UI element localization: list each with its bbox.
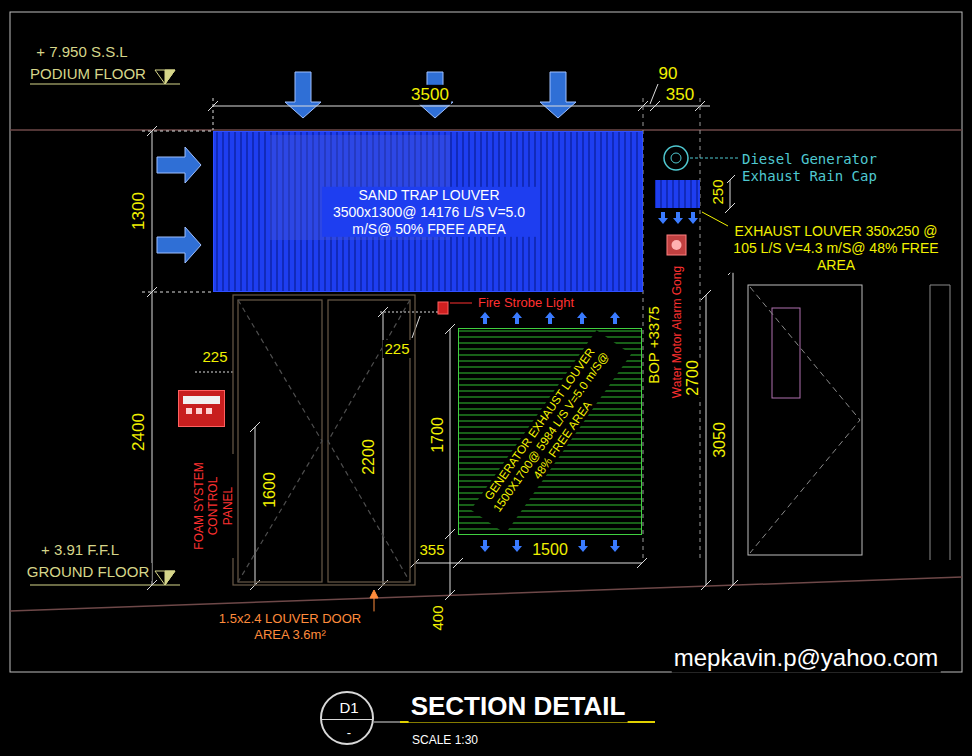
node-text: - bbox=[345, 725, 353, 741]
drawing-label: 3050 bbox=[710, 420, 729, 460]
drawing-label: EXHAUST LOUVER 350x250 @ 105 L/S V=4.3 m… bbox=[729, 223, 943, 273]
adjacent-door bbox=[748, 285, 950, 560]
drawing-label: 350 bbox=[664, 85, 696, 105]
control-panel: FOAM SYSTEM CONTROL PANEL bbox=[178, 390, 225, 427]
detail-marker: D1 - bbox=[320, 691, 374, 745]
drawing-label: 1.5x2.4 LOUVER DOOR AREA 3.6m² bbox=[203, 611, 377, 642]
drawing-label: + 7.950 S.S.L bbox=[34, 43, 129, 61]
drawing-label: mepkavin.p@yahoo.com bbox=[672, 644, 941, 673]
drawing-label: 1500 bbox=[530, 540, 570, 559]
foam-control-panel-symbol bbox=[178, 390, 225, 427]
airflow-arrows bbox=[157, 72, 576, 263]
drawing-label: PODIUM FLOOR bbox=[28, 65, 148, 83]
node-text: FOAM SYSTEM CONTROL PANEL bbox=[192, 454, 235, 558]
drawing-label: SCALE 1:30 bbox=[410, 733, 480, 747]
louver-door bbox=[233, 295, 415, 585]
dimension-lines bbox=[142, 84, 738, 600]
node-text: SAND TRAP LOUVER 3500x1300@ 14176 L/S V=… bbox=[322, 187, 536, 237]
ground-line bbox=[10, 577, 962, 611]
drawing-label: 2400 bbox=[129, 411, 149, 453]
drawing-label: + 3.91 F.F.L bbox=[39, 541, 121, 559]
sheet-frame bbox=[10, 12, 962, 672]
sand-trap-louver bbox=[213, 131, 643, 292]
level-marks bbox=[30, 70, 180, 585]
node-text: D1 bbox=[337, 699, 360, 717]
drawing-label: Diesel Generator Exhaust Rain Cap bbox=[740, 151, 886, 185]
marker-divider bbox=[322, 719, 372, 720]
drawing-label: 3500 bbox=[409, 85, 451, 105]
drawing-label: Fire Strobe Light bbox=[476, 295, 576, 311]
louver-box: GENERATOR EXHAUST LOUVER 1500X1700@ 5984… bbox=[458, 328, 642, 535]
title-text: SECTION DETAIL bbox=[409, 691, 628, 722]
drawing-label: 1600 bbox=[260, 470, 279, 510]
drawing-label: 225 bbox=[382, 340, 411, 358]
drawing-label: 1700 bbox=[428, 415, 447, 455]
drawing-label: 2700 bbox=[683, 358, 702, 398]
louver-box: SAND TRAP LOUVER 3500x1300@ 14176 L/S V=… bbox=[213, 131, 643, 292]
drawing-label: 250 bbox=[709, 177, 727, 206]
drawing-label: 1300 bbox=[129, 190, 149, 232]
drawing-label: 400 bbox=[429, 603, 447, 632]
generator-exhaust-louver bbox=[459, 329, 641, 534]
fire-strobe-symbol bbox=[438, 302, 472, 314]
drawing-label: 355 bbox=[417, 541, 446, 559]
node-text: GENERATOR EXHAUST LOUVER 1500X1700@ 5984… bbox=[471, 330, 631, 534]
drawing-label: GROUND FLOOR bbox=[25, 563, 152, 581]
drawing-label: Water Motor Alarm Gong bbox=[670, 264, 684, 400]
drawing-label: BOP +3375 bbox=[645, 304, 663, 386]
exhaust-riser bbox=[655, 146, 738, 255]
drawing-label: 90 bbox=[657, 64, 680, 84]
drawing-label: 2200 bbox=[359, 437, 378, 477]
drawing-label: 225 bbox=[200, 348, 229, 366]
